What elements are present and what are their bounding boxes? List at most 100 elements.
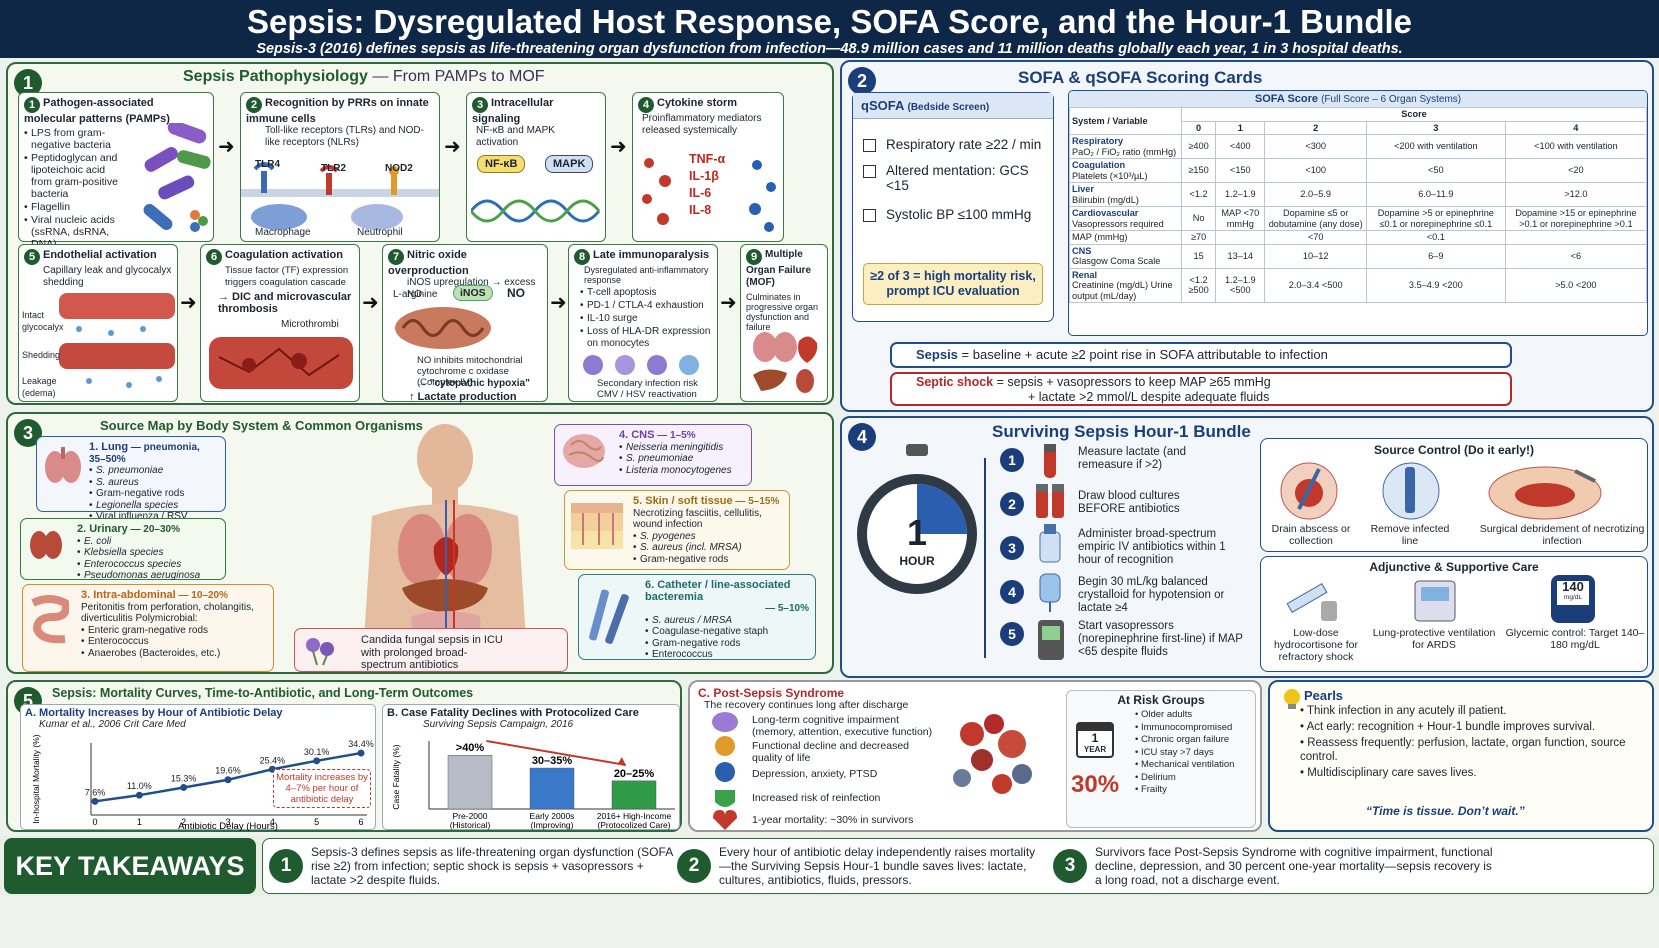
list-item: S. aureus (incl. MRSA) — [633, 542, 783, 554]
sofa-cell: 2.0–5.9 — [1264, 182, 1367, 207]
cytokine-list: TNF-α IL-1β IL-6 IL-8 — [689, 151, 725, 219]
immune-cells-icon — [583, 355, 699, 375]
tick-label: 2 — [181, 817, 186, 827]
remove-line-icon — [1382, 462, 1440, 520]
chart-a-note: Mortality increases by 4–7% per hour of … — [273, 769, 371, 808]
step-title: Late immunoparalysis — [593, 249, 710, 261]
step-desc: → DIC and microvascular thrombosis — [218, 291, 352, 315]
source-title: 1. Lung — [89, 441, 129, 453]
step-title: Cytokine storm — [657, 97, 738, 109]
checkbox[interactable] — [863, 139, 876, 152]
source-control-title: Source Control (Do it early!) — [1373, 443, 1534, 457]
sofa-cell: <1.2 — [1180, 182, 1217, 207]
sofa-title-sub: (Full Score – 6 Organ Systems) — [1321, 94, 1462, 105]
sofa-cell: ≥70 — [1180, 230, 1217, 245]
takeaway-item: Survivors face Post-Sepsis Syndrome with… — [1095, 845, 1493, 887]
sofa-cell: Dopamine >15 or epinephrine >0.1 or nore… — [1504, 206, 1647, 231]
data-label: 34.4% — [348, 739, 374, 749]
step-desc: iNOS upregulation → excess NO — [407, 277, 536, 300]
culture-bottles-icon — [1036, 484, 1064, 518]
data-label: 25.4% — [260, 755, 286, 765]
data-label: 11.0% — [127, 781, 152, 791]
sofa-score-col: 4 — [1504, 120, 1647, 135]
pss-icons — [712, 712, 738, 830]
step-desc: Culminates in progressive organ dysfunct… — [746, 292, 819, 332]
source-title: 5. Skin / soft tissue — [633, 495, 733, 507]
sofa-cell: <20 — [1504, 158, 1647, 183]
list-item: Anaerobes (Bacteroides, etc.) — [81, 648, 267, 660]
cytokine-dots-icon — [642, 158, 776, 232]
pearls-list: • Think infection in any acutely ill pat… — [1300, 704, 1650, 782]
bundle-step-number: 5 — [1000, 622, 1024, 646]
clock-label: HOUR — [899, 554, 935, 568]
step-title: Recognition by PRRs on innate immune cel… — [246, 97, 429, 125]
list-item: • Frailty — [1135, 784, 1167, 795]
step-desc: Dysregulated anti-inflammatory response — [584, 265, 709, 285]
tick-label: 2016+ High-Income — [597, 811, 672, 821]
source-skin: 5. Skin / soft tissue — 5–15% Necrotizin… — [564, 490, 790, 570]
pss-item: Depression, anxiety, PTSD — [752, 768, 878, 780]
list-item: Gram-negative rods — [89, 488, 219, 500]
sofa-cell: 15 — [1180, 243, 1217, 269]
step-title: Multiple Organ Failure (MOF) — [746, 249, 812, 288]
tick-label: (Protocolized Care) — [597, 820, 670, 830]
label-larginine: L-arginine — [393, 289, 438, 300]
source-cns: 4. CNS — 1–5% Neisseria meningitidis S. … — [554, 424, 752, 486]
sofa-title: SOFA Score (Full Score – 6 Organ Systems… — [1069, 91, 1647, 107]
checkbox[interactable] — [863, 209, 876, 222]
step-number: 1 — [24, 97, 40, 113]
pearls-quote: “Time is tissue. Don’t wait.” — [1366, 804, 1525, 818]
step-title: Endothelial activation — [43, 249, 157, 261]
candida-text: Candida fungal sepsis in ICU with prolon… — [361, 634, 503, 671]
arrow-right-icon: ➜ — [550, 292, 567, 314]
catheter-icon — [589, 589, 629, 644]
qsofa-card: qSOFA (Bedside Screen) Respiratory rate … — [852, 92, 1054, 322]
bundle-step-lactate: Measure lactate (and remeasure if >2) — [1078, 446, 1187, 471]
sofa-cell: <50 — [1365, 158, 1506, 183]
immune-cluster-icon — [953, 714, 1032, 794]
checkbox[interactable] — [863, 165, 876, 178]
risk-percent: 30% — [1071, 771, 1120, 798]
chart-b-svg: >40%Pre-2000(Historical)30–35%Early 2000… — [391, 740, 675, 830]
thrombi-vessel-icon — [209, 337, 353, 389]
list-item: Pseudomonas aeruginosa — [77, 570, 219, 582]
sofa-cell: <150 — [1215, 158, 1266, 183]
sofa-title-main: SOFA Score — [1254, 93, 1319, 105]
takeaway-item: Sepsis-3 defines sepsis as life-threaten… — [311, 845, 673, 887]
data-label: 7.6% — [85, 787, 106, 797]
source-lung: 1. Lung — pneumonia, 35–50% S. pneumonia… — [36, 436, 226, 522]
step-number: 7 — [388, 249, 404, 265]
step-desc: ↑ Lactate production — [409, 391, 517, 403]
step-number: 9 — [746, 249, 762, 265]
data-point — [91, 797, 99, 805]
list-item: Gram-negative rods — [633, 554, 783, 566]
panel-title: Sepsis: Mortality Curves, Time-to-Antibi… — [52, 686, 474, 700]
list-item: LPS from gram-negative bacteria — [24, 127, 120, 151]
qsofa-item[interactable]: Altered mentation: GCS <15 — [863, 163, 1043, 193]
qsofa-item[interactable]: Respiratory rate ≥22 / min — [863, 137, 1041, 152]
qsofa-item[interactable]: Systolic BP ≤100 mmHg — [863, 207, 1031, 222]
step-number: 6 — [206, 249, 222, 265]
step-number: 3 — [472, 97, 488, 113]
sofa-cell: <6 — [1504, 243, 1647, 269]
cytokine-il1: IL-1β — [689, 169, 719, 183]
cytokine-tnf: TNF-α — [689, 152, 726, 166]
sofa-score-col: 3 — [1365, 120, 1506, 135]
tick-label: Pre-2000 — [453, 811, 488, 821]
list-item: Neisseria meningitidis — [619, 442, 745, 454]
pss-title: C. Post-Sepsis Syndrome — [698, 686, 845, 700]
person-icon — [715, 736, 735, 756]
sofa-cell: <100 with ventilation — [1504, 134, 1647, 159]
shock-def-text: = sepsis + vasopressors to keep MAP ≥65 … — [996, 375, 1271, 389]
page-subtitle: Sepsis-3 (2016) defines sepsis as life-t… — [256, 41, 1403, 57]
data-label: 15.3% — [171, 773, 197, 783]
sofa-cell: <70 — [1264, 230, 1367, 245]
list-item: Flagellin — [24, 201, 120, 213]
label-microthrombi: Microthrombi — [281, 319, 339, 330]
list-item: Listeria monocytogenes — [619, 465, 745, 477]
sepsis-def-text: = baseline + acute ≥2 point rise in SOFA… — [961, 347, 1328, 362]
